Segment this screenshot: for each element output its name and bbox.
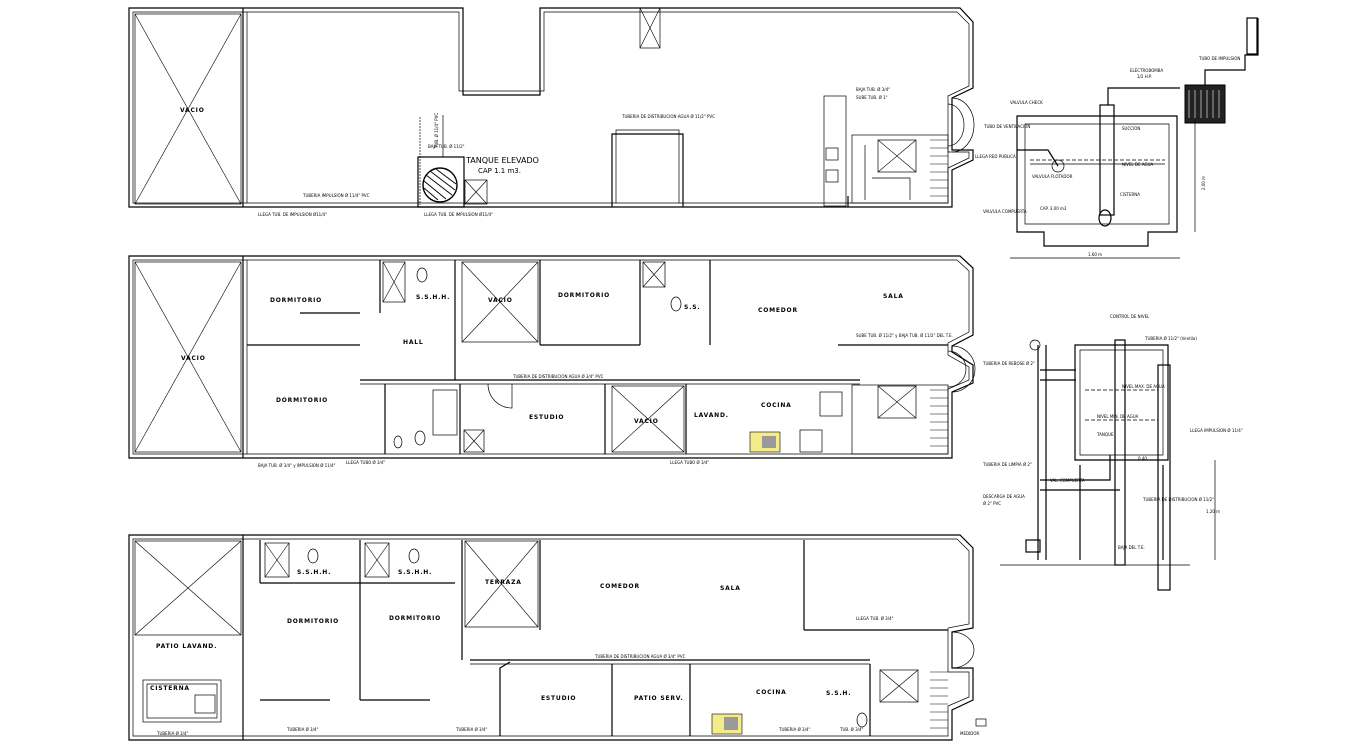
room-label: ESTUDIO bbox=[529, 414, 564, 421]
pipe-note: TUBERIA DE DISTRIBUCION AGUA Ø 11/2" PVC bbox=[621, 114, 715, 119]
room-label: S.S.H.H. bbox=[416, 294, 450, 301]
detail-label: LLEGA IMPULSION Ø 11/4" bbox=[1190, 428, 1243, 433]
detail-label: VAL. COMPUERTA bbox=[1050, 478, 1085, 483]
room-label: SALA bbox=[883, 293, 904, 300]
room-label: S.S.H.H. bbox=[297, 569, 331, 576]
room-label: DORMITORIO bbox=[276, 397, 328, 404]
room-label: COMEDOR bbox=[758, 307, 798, 314]
room-label: S.S. bbox=[684, 304, 700, 311]
pipe-note: TUBERIA Ø 3/4" bbox=[455, 727, 487, 732]
room-label: DORMITORIO bbox=[389, 615, 441, 622]
pipe-note: LLEGA TUB. Ø 3/4" bbox=[856, 616, 894, 621]
detail-label: 1.20 m bbox=[1206, 509, 1220, 514]
detail-label: TANQUE bbox=[1096, 432, 1114, 437]
detail-label: VALVULA FLOTADOR bbox=[1032, 174, 1073, 179]
room-label: COMEDOR bbox=[600, 583, 640, 590]
room-label: COCINA bbox=[756, 689, 787, 696]
pipe-note: TUBERIA Ø 3/4" bbox=[286, 727, 318, 732]
cistern-detail: ELECTROBOMBA 1/2 H.P. TUBO DE IMPULSION … bbox=[975, 17, 1259, 259]
room-label: DORMITORIO bbox=[558, 292, 610, 299]
room-label: DORMITORIO bbox=[287, 618, 339, 625]
pipe-note: TUBERIA IMPULSION Ø 11/4" PVC bbox=[302, 193, 370, 198]
detail-label: TUBERIA DE LIMPIA Ø 2" bbox=[982, 462, 1032, 467]
detail-label: BAJA DEL T.E. bbox=[1118, 545, 1145, 550]
pipe-note: LLEGA TUB. DE IMPULSION Ø11/4" bbox=[258, 212, 327, 217]
room-label: CISTERNA bbox=[150, 685, 190, 692]
pipe-note: SUBE TUB. Ø 1" bbox=[856, 95, 888, 100]
room-label: ESTUDIO bbox=[541, 695, 576, 702]
detail-label: CISTERNA bbox=[1120, 192, 1140, 197]
room-label: HALL bbox=[403, 339, 424, 346]
room-label: VACIO bbox=[180, 107, 205, 114]
room-label: VACIO bbox=[181, 355, 206, 362]
detail-label: 1.60 m bbox=[1088, 252, 1102, 257]
pipe-note: TUB. Ø 11/4" PVC bbox=[434, 113, 439, 149]
detail-label: TUBERIA DE REBOSE Ø 2" bbox=[982, 361, 1035, 366]
room-label: VACIO bbox=[634, 418, 659, 425]
detail-label: NIVEL MAX. DE AGUA bbox=[1122, 384, 1165, 389]
detail-label: VALVULA CHECK bbox=[1010, 100, 1043, 105]
room-label: TERRAZA bbox=[485, 579, 522, 586]
detail-label: 2.00 m bbox=[1201, 176, 1206, 190]
room-label: COCINA bbox=[761, 402, 792, 409]
pipe-note: LLEGA TUBO Ø 3/4" bbox=[346, 460, 385, 465]
detail-label: VALVULA COMPUERTA bbox=[983, 209, 1027, 214]
detail-label: 1/2 H.P. bbox=[1137, 74, 1152, 79]
room-label: DORMITORIO bbox=[270, 297, 322, 304]
pipe-note: BAJA TUB. Ø 11/2" bbox=[428, 144, 465, 149]
tank-capacity: CAP 1.1 m3. bbox=[478, 167, 521, 175]
detail-label: TUBERIA Ø 11/2" (Ventila) bbox=[1144, 336, 1197, 341]
detail-label: SUCCION bbox=[1122, 126, 1140, 131]
pipe-note: TUBERIA DE DISTRIBUCION AGUA Ø 3/4" PVC bbox=[594, 654, 686, 659]
room-label: SALA bbox=[720, 585, 741, 592]
pipe-note: BAJA TUB. Ø 3/4" bbox=[856, 87, 890, 92]
tank-circle bbox=[422, 167, 458, 203]
detail-label: TUBO DE IMPULSION bbox=[1198, 56, 1240, 61]
room-label: PATIO SERV. bbox=[634, 695, 684, 702]
detail-label: LLEGA RED PUBLICA bbox=[975, 154, 1016, 159]
detail-label: NIVEL MIN. DE AGUA bbox=[1097, 414, 1139, 419]
second-floor-plan: VACIO bbox=[128, 255, 976, 468]
tank-detail: CONTROL DE NIVEL TUBERIA Ø 11/2" (Ventil… bbox=[982, 314, 1243, 591]
detail-label: DESCARGA DE AGUA bbox=[983, 494, 1025, 499]
detail-label: TUBERIA DE DISTRIBUCION Ø 11/2" bbox=[1142, 497, 1214, 502]
detail-label: CONTROL DE NIVEL bbox=[1110, 314, 1150, 319]
pipe-note: BAJA TUB. Ø 3/4" y IMPULSION Ø 11/4" bbox=[258, 463, 336, 468]
room-label: VACIO bbox=[488, 297, 513, 304]
pipe-note: LLEGA TUBO Ø 3/4" bbox=[670, 460, 709, 465]
first-floor-plan: PATIO LAVAND. CISTERNA S.S.H.H. S.S.H.H.… bbox=[128, 534, 987, 741]
detail-label: TUBO DE VENTILACION bbox=[983, 124, 1030, 129]
detail-label: CAP. 3.00 m3 bbox=[1040, 206, 1067, 211]
room-label: LAVAND. bbox=[694, 412, 729, 419]
detail-label: NIVEL DE AGUA bbox=[1122, 162, 1154, 167]
tank-title: TANQUE ELEVADO bbox=[465, 156, 539, 165]
detail-label: ELECTROBOMBA bbox=[1130, 68, 1163, 73]
pipe-note: SUBE TUB. Ø 11/2" y BAJA TUB. Ø 11/2" DE… bbox=[856, 333, 953, 338]
room-label: S.S.H. bbox=[826, 690, 851, 697]
pipe-note: TUBERIA Ø 3/4" bbox=[778, 727, 810, 732]
detail-label: 0.40 bbox=[1138, 456, 1147, 461]
pipe-note: TUBERIA DE DISTRIBUCION AGUA Ø 3/4" PVC bbox=[512, 374, 604, 379]
room-label: S.S.H.H. bbox=[398, 569, 432, 576]
pipe-note: MEDIDOR bbox=[960, 731, 979, 736]
roof-plan: VACIO TANQUE ELEVADO CAP 1.1 m3. TUBERIA… bbox=[128, 7, 975, 217]
pipe-note: LLEGA TUB. DE IMPULSION Ø11/4" bbox=[424, 212, 493, 217]
pipe-note: TUB. Ø 3/4" bbox=[839, 727, 864, 732]
detail-label: Ø 2" PVC bbox=[983, 501, 1001, 506]
pipe-note: TUBERIA Ø 3/4" bbox=[156, 731, 188, 736]
room-label: PATIO LAVAND. bbox=[156, 643, 217, 650]
